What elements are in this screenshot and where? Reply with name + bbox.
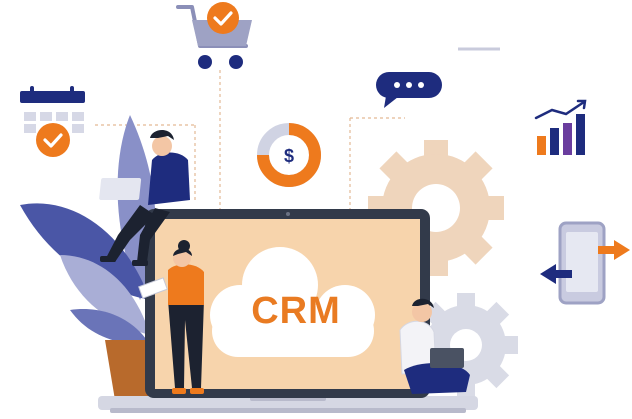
shopping-cart-check-icon <box>176 2 252 69</box>
crm-label: CRM <box>251 290 341 332</box>
man-sitting-with-laptop <box>99 130 190 266</box>
chat-bubble-icon <box>376 72 442 108</box>
connector-lines <box>95 70 405 210</box>
woman-with-documents <box>138 240 204 394</box>
mobile-transfer-icon <box>540 221 630 305</box>
man-sitting-with-laptop-right <box>399 298 470 394</box>
crm-cloud <box>210 247 375 357</box>
bar-growth-chart-icon <box>534 99 587 155</box>
dollar-donut-icon: $ <box>257 123 321 187</box>
laptop-base <box>98 396 478 413</box>
calendar-check-icon <box>20 86 85 157</box>
svg-text:$: $ <box>284 146 294 166</box>
